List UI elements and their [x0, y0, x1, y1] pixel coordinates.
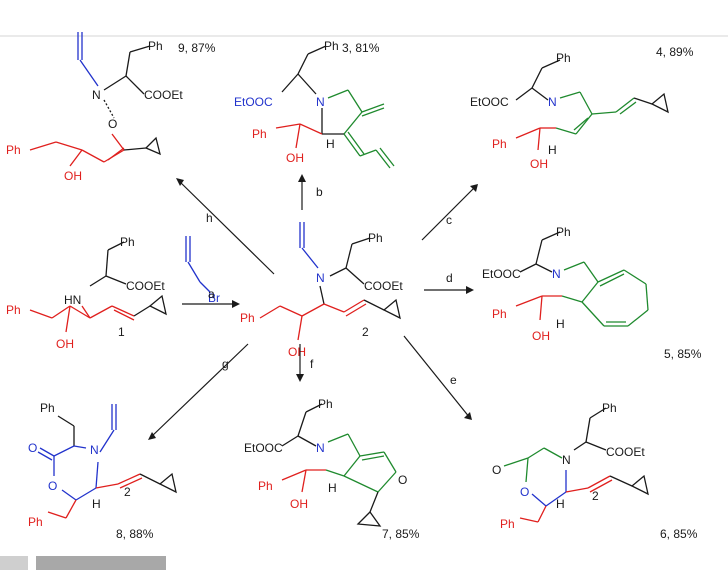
compound-2: N Ph COOEt Ph OH — [240, 222, 403, 359]
step-labels: a b c d e f g h — [206, 185, 457, 387]
oh-label-4: OH — [530, 157, 548, 171]
ph-label-6: Ph — [602, 401, 617, 415]
etooc-label-3: EtOOC — [234, 95, 273, 109]
o-label-8b: O — [48, 479, 57, 493]
caption-4: 4, 89% — [656, 45, 694, 59]
caption-7: 7, 85% — [382, 527, 420, 541]
n-label-7: N — [316, 441, 325, 455]
compound-4: Ph EtOOC N H OH Ph — [470, 51, 669, 171]
ph-label-8b: Ph — [28, 515, 43, 529]
o-label-6a: O — [492, 463, 501, 477]
caption-8-sub: 2 — [124, 485, 131, 499]
cooet-label-1: COOEt — [126, 279, 165, 293]
ph-label-9a: Ph — [148, 39, 163, 53]
ph-label-8: Ph — [40, 401, 55, 415]
ph-label-5: Ph — [556, 225, 571, 239]
oh-label-1: OH — [56, 337, 74, 351]
etooc-label-7: EtOOC — [244, 441, 283, 455]
ph-label-2: Ph — [368, 231, 383, 245]
caption-8: 8, 88% — [116, 527, 154, 541]
ph-label-6b: Ph — [500, 517, 515, 531]
o-label-9: O — [108, 117, 117, 131]
ph-label-7: Ph — [318, 397, 333, 411]
compound-6: Ph COOEt N O O H Ph — [492, 401, 649, 531]
ph-label-1b: Ph — [6, 303, 21, 317]
step-a: a — [208, 287, 215, 301]
ph-label-1: Ph — [120, 235, 135, 249]
n-label-4: N — [548, 95, 557, 109]
reaction-arrows — [148, 174, 478, 440]
o-label-6b: O — [520, 485, 529, 499]
caption-3: 3, 81% — [342, 41, 380, 55]
o-label-7: O — [398, 473, 407, 487]
ph-label-5b: Ph — [492, 307, 507, 321]
etooc-label-5: EtOOC — [482, 267, 521, 281]
br-label: Br — [208, 291, 220, 305]
caption-1: 1 — [118, 325, 125, 339]
ph-label-3: Ph — [324, 39, 339, 53]
n-label-5: N — [552, 267, 561, 281]
hn-label-1: HN — [64, 293, 81, 307]
step-f: f — [310, 357, 314, 371]
step-g: g — [222, 357, 229, 371]
step-d: d — [446, 271, 453, 285]
n-label-6: N — [562, 453, 571, 467]
caption-6-sub: 2 — [592, 489, 599, 503]
oh-label-2: OH — [288, 345, 306, 359]
cooet-label-2: COOEt — [364, 279, 403, 293]
h-label-3: H — [326, 137, 335, 151]
o-label-8a: O — [28, 441, 37, 455]
ph-label-3b: Ph — [252, 127, 267, 141]
caption-5: 5, 85% — [664, 347, 702, 361]
ph-label-9b: Ph — [6, 143, 21, 157]
compound-3: Ph EtOOC N H OH Ph — [234, 39, 395, 169]
compound-8: N Ph O O H Ph — [28, 401, 177, 529]
caption-2: 2 — [362, 325, 369, 339]
oh-label-3: OH — [286, 151, 304, 165]
compound-7: Ph EtOOC N O H OH Ph — [244, 397, 407, 527]
h-label-4: H — [548, 143, 557, 157]
step-e: e — [450, 373, 457, 387]
propargyl-bromide: Br — [185, 236, 220, 305]
oh-label-7: OH — [290, 497, 308, 511]
watermark-blur — [0, 556, 166, 570]
oh-label-9: OH — [64, 169, 82, 183]
cooet-label-9: COOEt — [144, 88, 183, 102]
compound-9: N Ph COOEt O OH Ph — [6, 32, 183, 183]
oh-label-5: OH — [532, 329, 550, 343]
n-label-3: N — [316, 95, 325, 109]
ph-label-2b: Ph — [240, 311, 255, 325]
step-c: c — [446, 213, 452, 227]
caption-6: 6, 85% — [660, 527, 698, 541]
h-label-5: H — [556, 317, 565, 331]
cooet-label-6: COOEt — [606, 445, 645, 459]
ph-label-4: Ph — [556, 51, 571, 65]
step-b: b — [316, 185, 323, 199]
h-label-7: H — [328, 481, 337, 495]
etooc-label-4: EtOOC — [470, 95, 509, 109]
n-label-8: N — [90, 443, 99, 457]
ph-label-4b: Ph — [492, 137, 507, 151]
n-label-2: N — [316, 271, 325, 285]
step-h: h — [206, 211, 213, 225]
h-label-8: H — [92, 497, 101, 511]
ph-label-7b: Ph — [258, 479, 273, 493]
compound-5: Ph EtOOC N H OH Ph — [482, 225, 649, 343]
compound-1: Ph COOEt HN Ph OH — [6, 235, 167, 351]
h-label-6: H — [556, 497, 565, 511]
caption-9: 9, 87% — [178, 41, 216, 55]
n-label-9: N — [92, 88, 101, 102]
